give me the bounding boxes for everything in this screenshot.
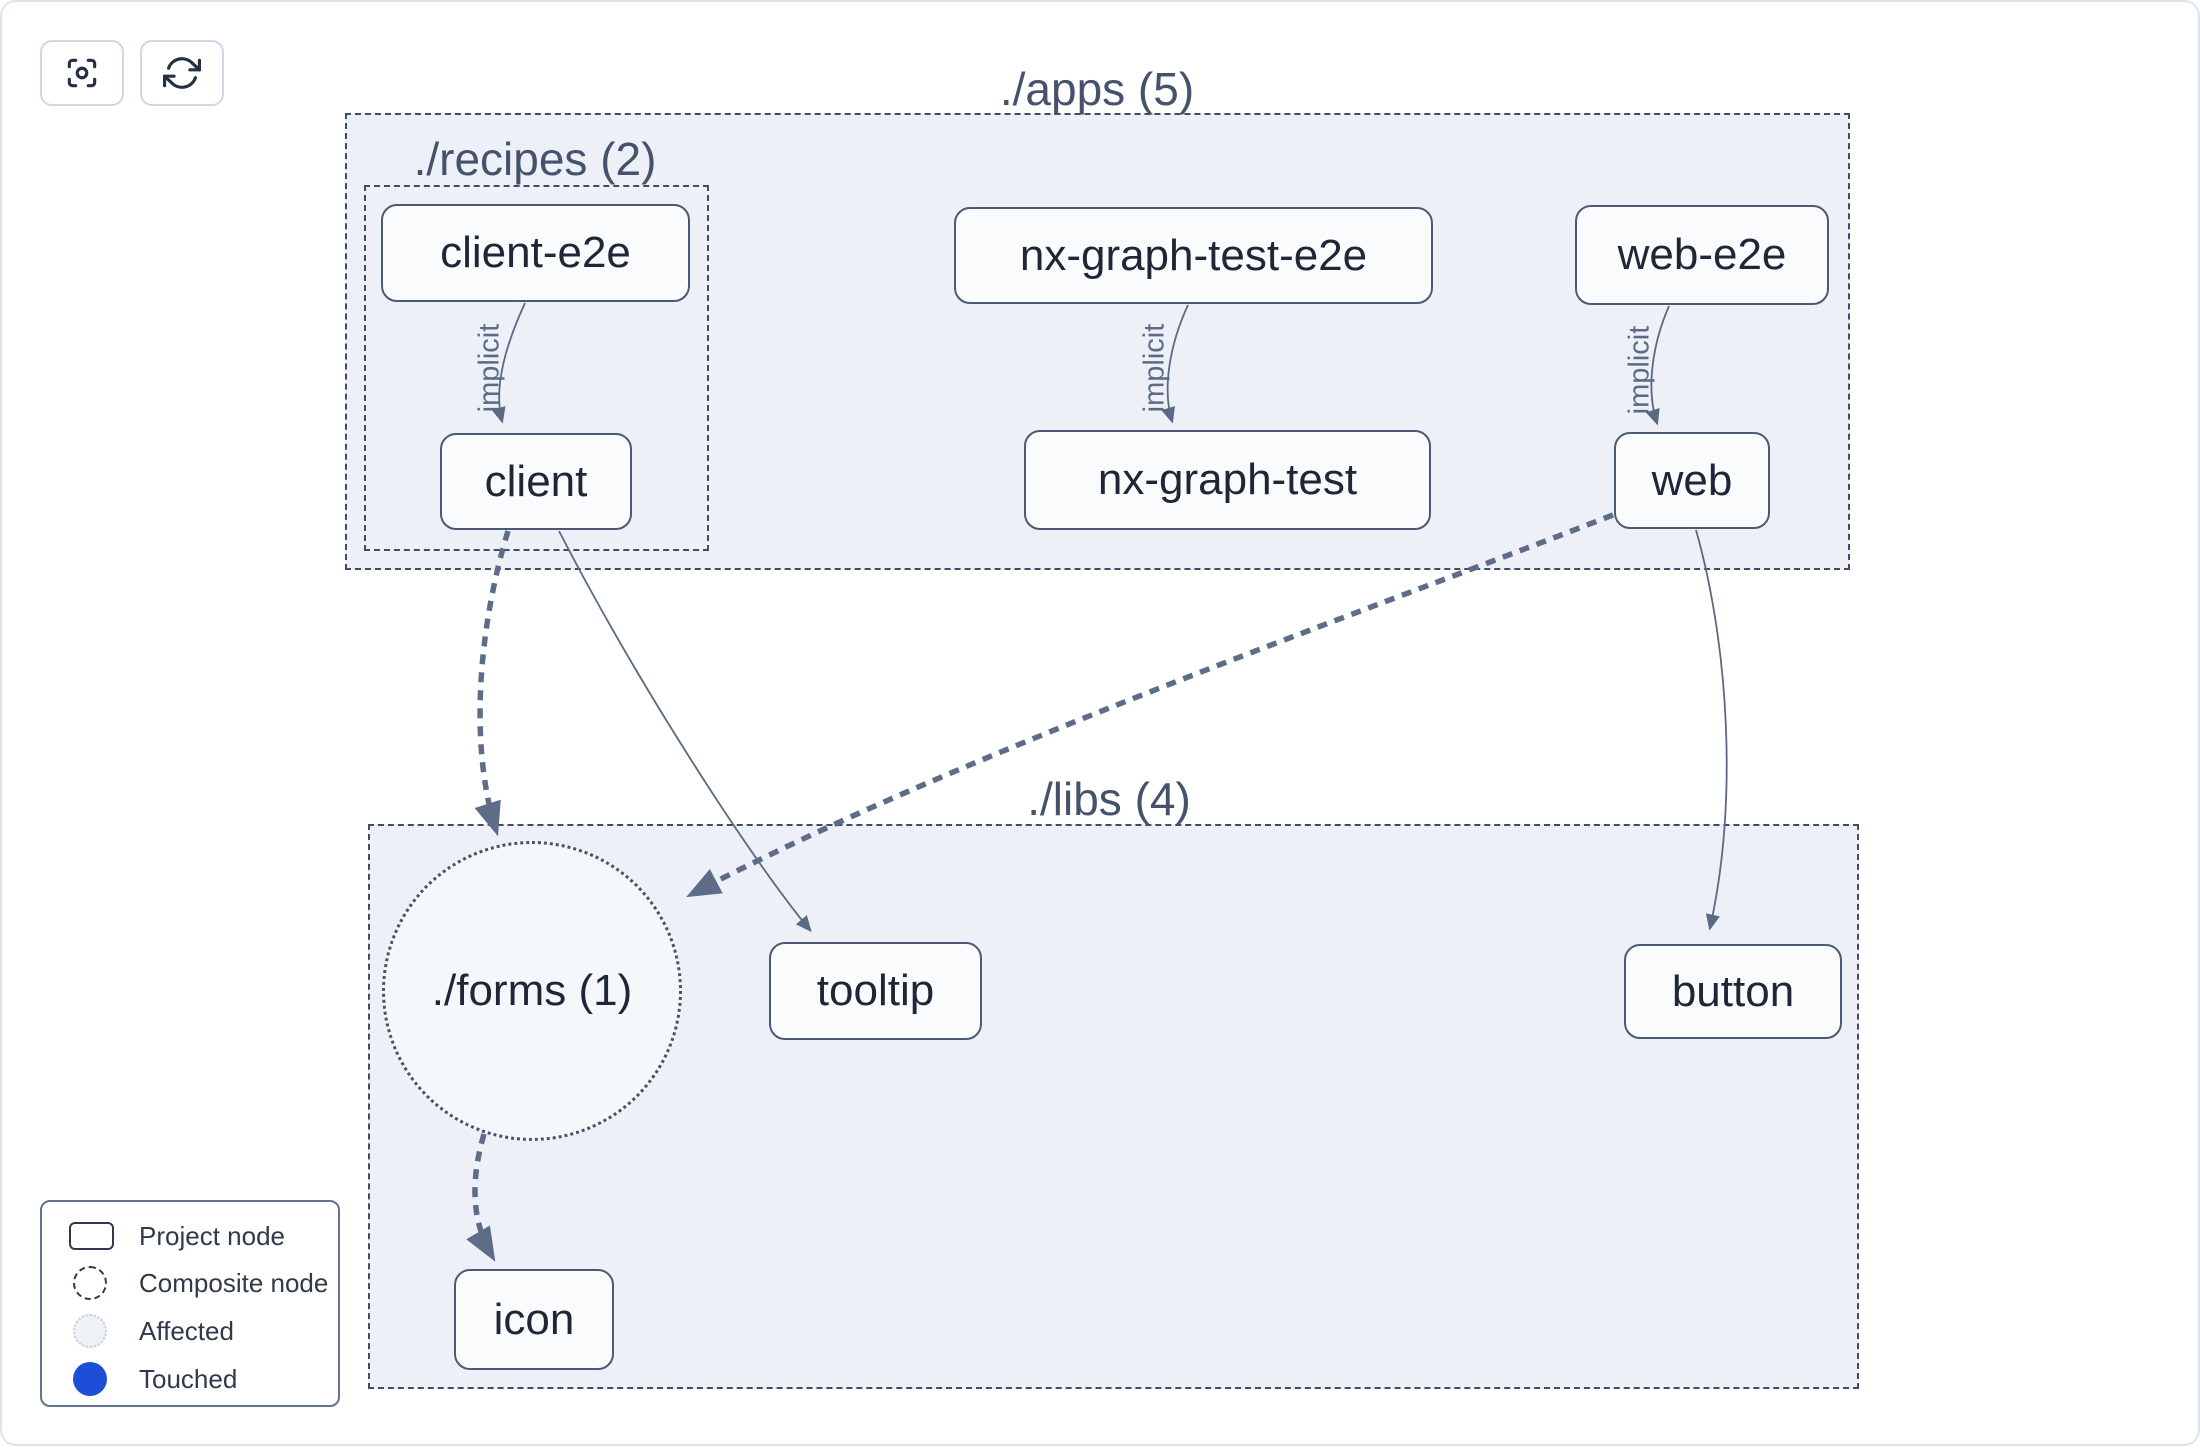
refresh-button[interactable] — [140, 40, 224, 106]
legend-label: Affected — [139, 1315, 234, 1346]
node-icon[interactable]: icon — [454, 1269, 614, 1370]
node-icon-label: icon — [493, 1294, 575, 1344]
legend-item-affected: Affected — [42, 1314, 338, 1348]
affected-swatch — [73, 1314, 107, 1348]
composite-node-forms[interactable]: ./forms (1) — [382, 841, 682, 1141]
legend-label: Project node — [139, 1220, 285, 1251]
node-nx-graph-test-e2e[interactable]: nx-graph-test-e2e — [954, 207, 1433, 304]
node-client-e2e-label: client-e2e — [440, 228, 631, 277]
edge-label-implicit: implicit — [1138, 323, 1171, 413]
node-web-label: web — [1651, 455, 1733, 505]
node-nx-graph-test-e2e-label: nx-graph-test-e2e — [1019, 230, 1368, 280]
edge-label-implicit: implicit — [473, 323, 506, 413]
group-label-libs[interactable]: ./libs (4) — [1027, 773, 1191, 825]
node-nx-graph-test-label: nx-graph-test — [1097, 455, 1358, 504]
legend-label: Composite node — [139, 1267, 329, 1298]
composite-node-forms-label: ./forms (1) — [431, 966, 633, 1015]
legend-item-composite-node: Composite node — [42, 1266, 338, 1300]
node-client[interactable]: client — [440, 433, 632, 530]
legend-item-project-node: Project node — [42, 1219, 338, 1253]
refresh-icon — [163, 57, 201, 89]
project-node-swatch — [69, 1222, 114, 1250]
legend-panel: Project node Composite node Affected Tou… — [40, 1200, 340, 1407]
legend-label: Touched — [139, 1363, 238, 1394]
node-button-label: button — [1671, 966, 1795, 1016]
composite-node-swatch — [73, 1266, 107, 1300]
group-label-apps[interactable]: ./apps (5) — [999, 63, 1195, 115]
node-client-e2e[interactable]: client-e2e — [381, 204, 690, 302]
focus-crosshair-icon — [67, 58, 97, 88]
node-tooltip-label: tooltip — [816, 966, 935, 1015]
edge-client-forms — [474, 530, 511, 837]
group-label-recipes[interactable]: ./recipes (2) — [413, 133, 657, 185]
node-web[interactable]: web — [1614, 432, 1770, 529]
node-client-label: client — [484, 456, 588, 506]
touched-swatch — [73, 1362, 107, 1396]
node-nx-graph-test[interactable]: nx-graph-test — [1024, 430, 1431, 530]
node-button[interactable]: button — [1624, 944, 1842, 1039]
node-web-e2e-label: web-e2e — [1617, 230, 1787, 279]
focus-button[interactable] — [40, 40, 124, 106]
edge-label-implicit: implicit — [1623, 325, 1656, 415]
legend-item-touched: Touched — [42, 1362, 338, 1396]
node-tooltip[interactable]: tooltip — [769, 942, 982, 1040]
node-web-e2e[interactable]: web-e2e — [1575, 205, 1829, 305]
